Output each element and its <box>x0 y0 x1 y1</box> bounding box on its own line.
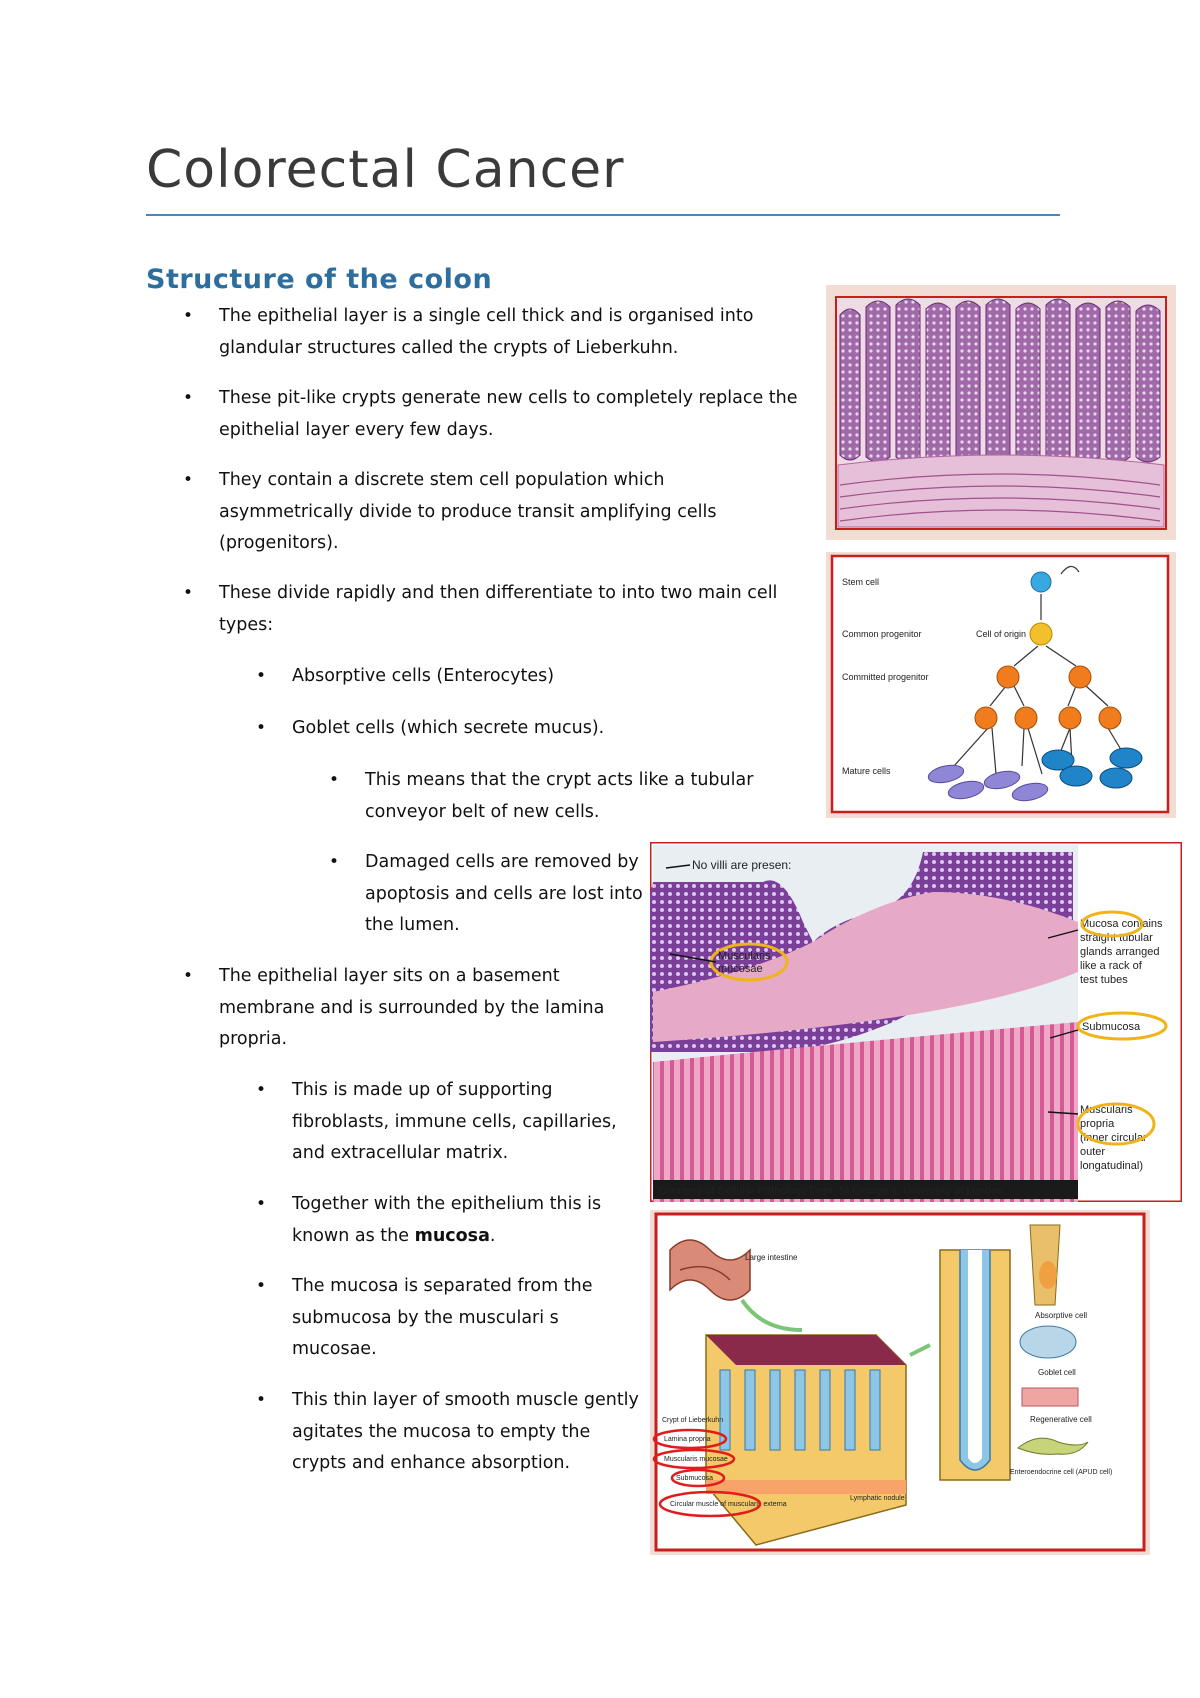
no-villi-note: No villi are presen: <box>692 858 791 872</box>
bullet-icon: • <box>329 770 340 790</box>
enteroendocrine-cell-label: Enteroendocrine cell (APUD cell) <box>1010 1469 1112 1476</box>
histology-micrograph-art <box>826 285 1176 540</box>
muscularis-mucosae-label-line2: mucosae <box>718 963 763 975</box>
bullet-icon: • <box>256 666 267 686</box>
stem-cell-circle <box>1030 571 1052 593</box>
list-item: • These divide rapidly and then differen… <box>183 578 819 641</box>
bullet-icon: • <box>183 583 194 603</box>
common-progenitor-circle <box>1029 622 1053 646</box>
circular-muscle-label: Circular muscle of muscularis externa <box>670 1501 787 1508</box>
colon-wall-histology-figure: Courtesy of Cellular Pathology Dept, St … <box>650 842 1182 1202</box>
propria-line4: outer <box>1080 1146 1105 1158</box>
list-item: • They contain a discrete stem cell popu… <box>183 465 739 560</box>
crypt-label: Crypt of Lieberkuhn <box>662 1417 723 1424</box>
title-underline <box>146 214 1060 216</box>
mucosa-note-line3: glands arranged <box>1080 946 1160 958</box>
cell-lineage-diagram: Stem cell Common progenitor Committed pr… <box>826 552 1176 818</box>
bullet-icon: • <box>183 388 194 408</box>
goblet-mature-cells <box>1041 747 1143 789</box>
muscularis-mucosae-small-highlight <box>652 1448 736 1470</box>
list-item: • The epithelial layer is a single cell … <box>183 301 809 364</box>
submucosa-small-highlight <box>670 1468 726 1488</box>
committed-progenitor-circles <box>974 665 1122 730</box>
bullet-icon: • <box>183 966 194 986</box>
muscularis-mucosae-highlight <box>709 942 789 982</box>
list-item: • The mucosa is separated from the submu… <box>256 1271 642 1366</box>
absorptive-mature-cells <box>927 764 1049 802</box>
bullet-icon: • <box>183 470 194 490</box>
mucosa-note-line4: like a rack of <box>1080 960 1143 972</box>
propria-line5: longatudinal) <box>1080 1160 1143 1172</box>
bullet-icon: • <box>256 718 267 738</box>
bullet-icon: • <box>183 306 194 326</box>
image-credit: Courtesy of Cellular Pathology Dept, St … <box>658 1185 1003 1197</box>
submucosa-label: Submucosa <box>1082 1021 1141 1033</box>
committed-progenitor-row-label: Committed progenitor <box>842 672 929 682</box>
lamina-propria-label: Lamina propria <box>664 1436 711 1443</box>
list-item: • This is made up of supporting fibrobla… <box>256 1075 642 1170</box>
regenerative-cell-label: Regenerative cell <box>1030 1415 1092 1424</box>
bullet-icon: • <box>329 852 340 872</box>
large-intestine-label: Large intestine <box>745 1253 798 1262</box>
list-item: • These pit-like crypts generate new cel… <box>183 383 819 446</box>
mucosa-note-line1: Mucosa contains <box>1080 918 1163 930</box>
bullet-icon: • <box>256 1194 267 1214</box>
circular-muscle-highlight <box>658 1490 762 1518</box>
colon-anatomy-illustration: Large intestine Absorptive cell Goblet c… <box>650 1210 1150 1555</box>
goblet-cell-label: Goblet cell <box>1038 1368 1076 1377</box>
cell-of-origin-label: Cell of origin <box>976 629 1026 639</box>
lymphatic-nodule-label: Lymphatic nodule <box>850 1495 905 1502</box>
submucosa-small-label: Submucosa <box>676 1475 713 1482</box>
list-item: • The epithelial layer sits on a basemen… <box>183 961 639 1056</box>
page-title: Colorectal Cancer <box>146 140 625 200</box>
list-item: • Absorptive cells (Enterocytes) <box>256 661 792 693</box>
lamina-propria-highlight <box>652 1428 728 1450</box>
muscularis-mucosae-label-line1: Muscularis <box>718 950 771 962</box>
mucosa-note-line5: test tubes <box>1080 974 1128 986</box>
bullet-icon: • <box>256 1390 267 1410</box>
absorptive-cell-label: Absorptive cell <box>1035 1311 1087 1320</box>
stem-cell-row-label: Stem cell <box>842 577 879 587</box>
common-progenitor-row-label: Common progenitor <box>842 629 922 639</box>
crypt-histology-image <box>826 285 1176 540</box>
list-item: • This thin layer of smooth muscle gentl… <box>256 1385 642 1480</box>
bullet-icon: • <box>256 1276 267 1296</box>
list-item: • Damaged cells are removed by apoptosis… <box>329 847 645 942</box>
muscularis-mucosae-small-label: Muscularis mucosae <box>664 1456 728 1463</box>
propria-line2: propria <box>1080 1118 1115 1130</box>
colon-anatomy-art: Large intestine Absorptive cell Goblet c… <box>650 1210 1150 1555</box>
bullet-icon: • <box>256 1080 267 1100</box>
lineage-diagram-art: Stem cell Common progenitor Committed pr… <box>826 552 1176 818</box>
colon-wall-histology-art: Courtesy of Cellular Pathology Dept, St … <box>650 842 1182 1202</box>
mature-cells-row-label: Mature cells <box>842 766 891 776</box>
list-item: • Together with the epithelium this is k… <box>256 1189 642 1252</box>
list-item: • This means that the crypt acts like a … <box>329 765 785 828</box>
list-item: • Goblet cells (which secrete mucus). <box>256 713 792 745</box>
section-heading: Structure of the colon <box>146 264 493 295</box>
